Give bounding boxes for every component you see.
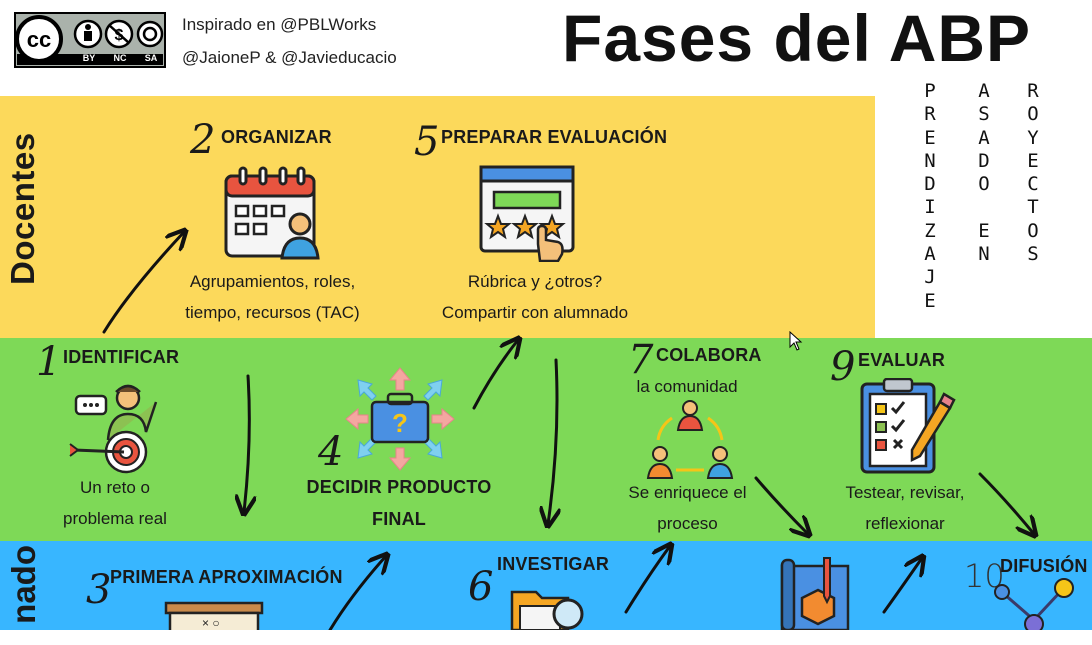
credit-line-2: @JaioneP & @Javieducacio	[182, 48, 397, 67]
by-icon	[73, 19, 103, 49]
phase-2-title: ORGANIZAR	[221, 127, 332, 147]
acronym-letter: I	[924, 196, 936, 219]
design-product-icon	[778, 556, 858, 632]
acronym-letter: C	[1027, 173, 1039, 196]
phase-10-title: DIFUSIÓN	[1000, 556, 1088, 576]
nc-icon: $	[104, 19, 134, 49]
acronym-letter: E	[924, 289, 936, 312]
folder-search-icon	[508, 584, 592, 632]
svg-text:?: ?	[392, 408, 408, 438]
rubric-stars-icon	[478, 164, 578, 263]
arrow-9-to-10	[978, 472, 1034, 534]
phase-9-number: 9	[830, 344, 856, 390]
page-title: Fases del ABP	[562, 1, 1032, 75]
phase-5-title: PREPARAR EVALUACIÓN	[441, 127, 668, 147]
acronym-letter: A	[978, 80, 990, 102]
phase-9-title: EVALUAR	[858, 350, 946, 370]
mouse-cursor	[789, 330, 803, 351]
license-by: BY	[82, 53, 96, 63]
acronym-letter: N	[978, 243, 990, 266]
phase-9-line-1: Testear, revisar,	[845, 483, 965, 502]
arrow-3-to-4	[328, 556, 386, 630]
svg-text:× ○: × ○	[202, 616, 220, 630]
arrow-7-to-8	[754, 476, 808, 534]
svg-text:cc: cc	[27, 27, 51, 52]
acronym-letter: O	[1027, 219, 1039, 242]
phase-5-line-2: Compartir con alumnado	[441, 303, 629, 322]
phase-7-line-2: proceso	[657, 514, 718, 533]
phase-7-number: 7	[628, 337, 654, 383]
phase-7-line-0: la comunidad	[636, 377, 738, 396]
acronym-letter: E	[1027, 149, 1039, 172]
acronym-letter: N	[924, 149, 936, 172]
acronym-letter: E	[924, 126, 936, 149]
acronym-letter: O	[1027, 103, 1039, 126]
briefcase-question-icon: ?	[344, 366, 456, 472]
license-nc: NC	[113, 53, 127, 63]
phase-1-title: IDENTIFICAR	[63, 347, 180, 367]
phase-9-line-2: reflexionar	[865, 514, 945, 533]
phase-7-title: COLABORA	[656, 345, 762, 365]
phase-1-line-2: problema real	[63, 509, 167, 528]
phase-5-line-1: Rúbrica y ¿otros?	[467, 272, 603, 291]
credit-line-1: Inspirado en @PBLWorks	[182, 15, 377, 34]
phase-6-title: INVESTIGAR	[497, 554, 610, 574]
license-sa: SA	[144, 53, 158, 63]
arrow-down-5	[548, 358, 557, 524]
acronym-letter: Y	[1027, 126, 1039, 149]
phase-1-line-1: Un reto o	[80, 478, 150, 497]
arrow-1-to-2	[102, 232, 184, 334]
phase-1-number: 1	[36, 339, 62, 385]
acronym-letter: P	[924, 80, 936, 102]
acronym-letter: A	[924, 243, 936, 266]
arrow-4-to-5	[472, 340, 518, 410]
calendar-user-icon	[222, 166, 322, 262]
license-badge: cc $ BY NC SA	[14, 12, 166, 68]
phase-4-number: 4	[318, 429, 344, 475]
network-share-icon	[990, 576, 1080, 634]
arrow-8-to-9	[882, 558, 922, 614]
community-cycle-icon	[644, 398, 736, 482]
phase-2-line-1: Agrupamientos, roles,	[189, 272, 356, 291]
phase-2-number: 2	[190, 117, 216, 163]
acronym-letter: R	[1027, 80, 1039, 102]
acronym-letter: E	[978, 219, 990, 242]
arrow-down-1	[244, 374, 249, 512]
sa-icon	[136, 20, 164, 48]
arrow-6-to-7	[624, 546, 670, 614]
cc-icon: cc	[15, 15, 63, 63]
phase-5-number: 5	[414, 119, 440, 165]
acronym-letter: O	[978, 173, 990, 196]
phase-2-line-2: tiempo, recursos (TAC)	[185, 303, 360, 322]
acronym-letter: Z	[924, 219, 936, 242]
acronym-letter: S	[978, 103, 990, 126]
docentes-band	[0, 96, 875, 338]
student-target-icon	[66, 380, 166, 476]
phase-3-title: PRIMERA APROXIMACIÓN	[110, 567, 343, 587]
phase-3-number: 3	[86, 567, 112, 613]
phase-7-line-1: Se enriquece el	[628, 483, 747, 502]
acronym-letter: A	[978, 126, 990, 149]
acronym-letter: R	[924, 103, 936, 126]
flow-arrows	[102, 0, 1092, 630]
phase-4-title-line-2: FINAL	[372, 509, 426, 529]
acronym-letter: T	[1027, 196, 1039, 219]
acronym-letter: D	[978, 149, 990, 172]
acronym-letter: D	[924, 173, 936, 196]
acronym-letter: S	[1027, 243, 1039, 266]
phase-4-title-line-1: DECIDIR PRODUCTO	[306, 477, 492, 497]
phase-6-number: 6	[468, 564, 494, 610]
acronym-letter: J	[924, 266, 936, 289]
clipboard-checklist-icon	[856, 377, 956, 476]
